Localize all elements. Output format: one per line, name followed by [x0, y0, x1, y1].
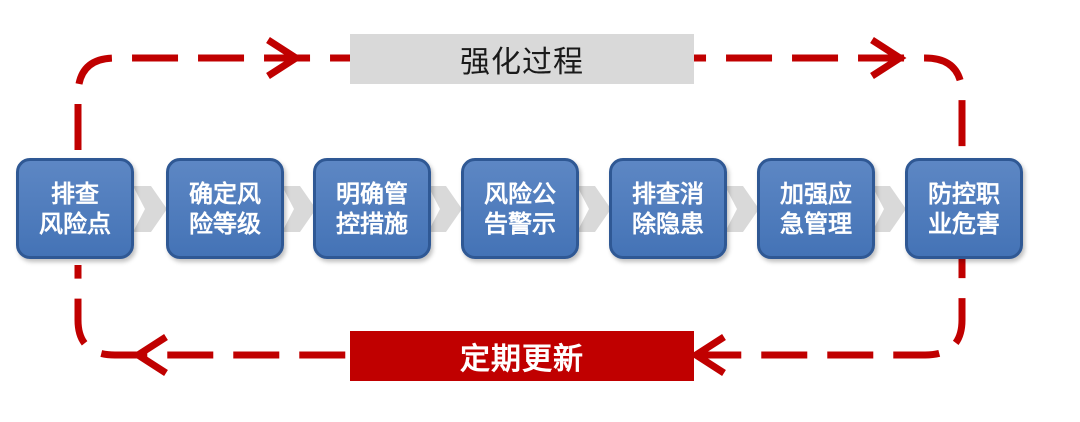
step-risk-notice-warning: 风险公 告警示 — [461, 158, 579, 259]
chevron-connector-icon — [872, 186, 906, 232]
arrow-right-icon — [266, 37, 303, 79]
step-label: 除隐患 — [632, 209, 704, 238]
chevron-connector-icon — [428, 186, 462, 232]
chevron-connector-icon — [725, 186, 759, 232]
arrow-left-icon — [131, 334, 168, 376]
top-banner: 强化过程 — [350, 34, 694, 84]
step-label: 急管理 — [780, 209, 852, 238]
step-label: 明确管 — [336, 179, 408, 208]
step-label: 业危害 — [928, 209, 1000, 238]
step-prevent-occupational-hazards: 防控职 业危害 — [905, 158, 1023, 259]
arrow-left-icon — [689, 334, 726, 376]
step-label: 告警示 — [484, 209, 556, 238]
step-label: 排查 — [51, 179, 99, 208]
bottom-banner: 定期更新 — [350, 331, 694, 381]
step-label: 风险点 — [39, 209, 111, 238]
step-label: 加强应 — [780, 179, 852, 208]
step-label: 确定风 — [189, 179, 261, 208]
step-label: 排查消 — [632, 179, 704, 208]
chevron-connector-icon — [133, 186, 167, 232]
chevron-connector-icon — [577, 186, 611, 232]
step-emergency-management: 加强应 急管理 — [757, 158, 875, 259]
step-label: 风险公 — [484, 179, 556, 208]
step-define-control-measures: 明确管 控措施 — [313, 158, 431, 259]
arrow-right-icon — [870, 37, 907, 79]
step-label: 险等级 — [189, 209, 261, 238]
step-label: 控措施 — [336, 209, 408, 238]
step-eliminate-hazards: 排查消 除隐患 — [609, 158, 727, 259]
chevron-connector-icon — [282, 186, 316, 232]
step-identify-risk-points: 排查 风险点 — [16, 158, 134, 259]
step-determine-risk-level: 确定风 险等级 — [166, 158, 284, 259]
step-label: 防控职 — [928, 179, 1000, 208]
